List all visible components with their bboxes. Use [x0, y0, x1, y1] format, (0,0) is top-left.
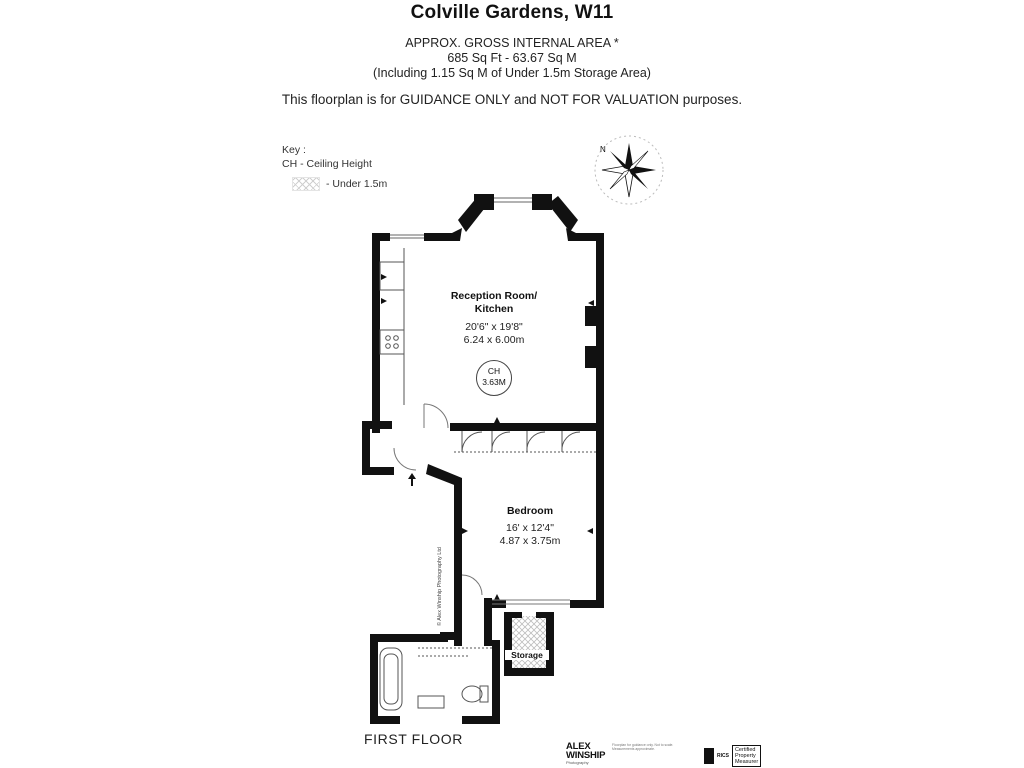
kitchen-markers	[381, 274, 594, 600]
area-note: (Including 1.15 Sq M of Under 1.5m Stora…	[373, 66, 651, 80]
ceiling-value: 3.63M	[482, 377, 506, 387]
storage-room	[504, 612, 554, 676]
logo-name-line2: WINSHIP	[566, 750, 606, 761]
rics-mark-icon	[704, 748, 714, 764]
reception-label: Reception Room/ Kitchen	[430, 290, 558, 316]
bay-window-glazing	[390, 197, 532, 239]
reception-imperial: 20'6" x 19'8"	[465, 321, 523, 333]
rics-badge: RICS Certified Property Measurer	[704, 745, 762, 767]
wardrobes	[454, 431, 596, 453]
reception-name-line1: Reception Room/	[450, 290, 538, 302]
area-heading: APPROX. GROSS INTERNAL AREA *	[405, 36, 619, 50]
photographer-credit: © Alex Winship Photography Ltd	[437, 547, 443, 626]
key-title: Key :	[282, 144, 306, 156]
certified-measurer-label: Certified Property Measurer	[731, 745, 762, 767]
alex-winship-logo: ALEX WINSHIP Photography	[566, 742, 610, 765]
bedroom-dimensions: 16' x 12'4" 4.87 x 3.75m	[470, 522, 590, 548]
compass-north-label: N	[600, 145, 606, 154]
bathroom-fixtures	[379, 647, 492, 711]
reception-walls	[372, 194, 604, 608]
rics-label: RICS	[717, 753, 729, 759]
ceiling-label: CH	[487, 366, 501, 376]
key-legend: Key : CH - Ceiling Height	[282, 143, 372, 171]
badge-line2: Property	[734, 753, 756, 759]
reception-name-line2: Kitchen	[474, 303, 514, 315]
reception-metric: 6.24 x 6.00m	[463, 334, 525, 346]
key-under-height: - Under 1.5m	[292, 177, 387, 191]
key-under-label: - Under 1.5m	[326, 178, 388, 190]
kitchen-units	[379, 248, 405, 405]
entrance-arrow-icon	[408, 473, 416, 486]
hatch-swatch-icon	[292, 177, 320, 191]
door-swings	[393, 403, 570, 605]
bedroom-label: Bedroom	[506, 505, 554, 517]
logo-name-line1: ALEX	[566, 741, 591, 752]
compass-rose-icon: N	[594, 135, 664, 205]
bedroom-metric: 4.87 x 3.75m	[499, 535, 561, 547]
floor-label: FIRST FLOOR	[364, 731, 463, 747]
logo-subtitle: Photography	[566, 760, 589, 765]
storage-label: Storage	[505, 650, 549, 660]
key-ceiling-height: CH - Ceiling Height	[282, 158, 372, 170]
area-values: 685 Sq Ft - 63.67 Sq M	[447, 51, 577, 65]
badge-line1: Certified	[734, 747, 756, 753]
bathroom-walls	[370, 634, 500, 724]
footer-disclaimer: Floorplan for guidance only. Not to scal…	[612, 743, 674, 752]
ceiling-height-badge: CH 3.63M	[476, 360, 512, 396]
badge-line3: Measurer	[734, 759, 759, 765]
reception-dimensions: 20'6" x 19'8" 6.24 x 6.00m	[430, 321, 558, 347]
page-title: Colville Gardens, W11	[410, 2, 614, 23]
bedroom-imperial: 16' x 12'4"	[505, 522, 555, 534]
guidance-disclaimer: This floorplan is for GUIDANCE ONLY and …	[281, 92, 743, 107]
